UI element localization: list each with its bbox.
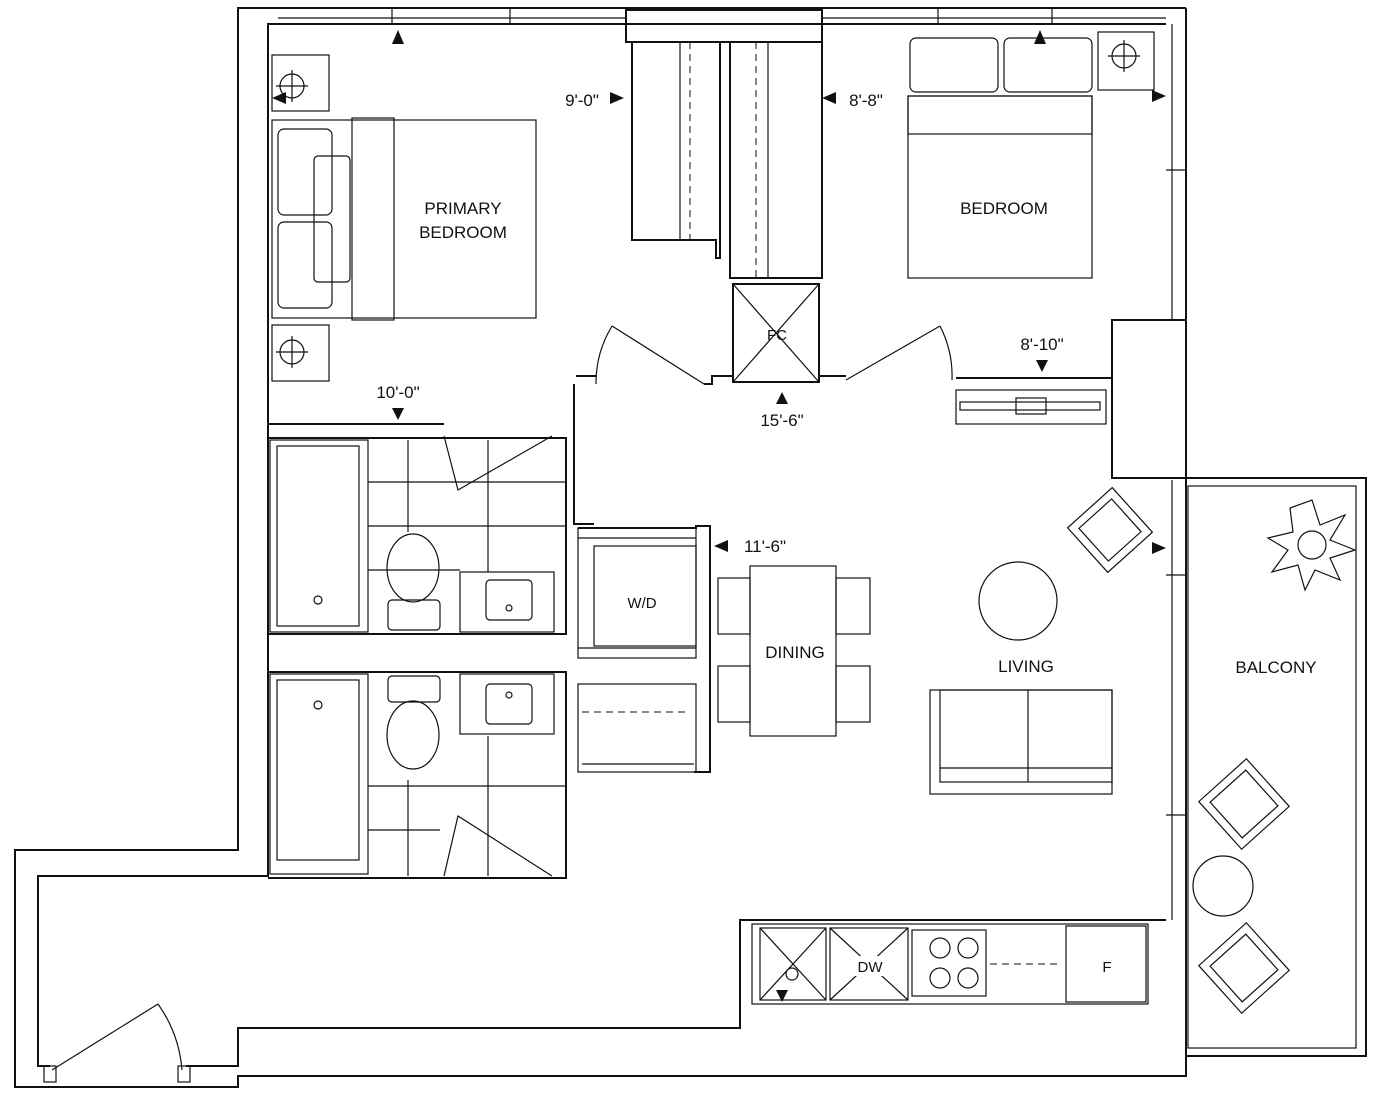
coffee-table (978, 561, 1058, 641)
vanity (459, 571, 555, 633)
arrow-left-icon (822, 92, 836, 104)
dining-table (749, 565, 837, 737)
washer-dryer (593, 545, 697, 647)
balcony-label: BALCONY (1235, 658, 1316, 677)
balcony-table (1192, 855, 1254, 917)
fridge-label: F (1102, 959, 1111, 976)
sofa (929, 689, 1113, 795)
balcony-chair (1197, 757, 1291, 851)
kitchen: DW F (751, 923, 1149, 1005)
arrow-up-icon (776, 392, 788, 404)
fridge (1065, 925, 1147, 1003)
bathtub (276, 445, 360, 627)
toilet (386, 533, 440, 603)
plant-icon (1266, 499, 1357, 592)
dimension-closet-left: 9'-0" (565, 91, 599, 110)
dw-label: DW (858, 959, 884, 976)
dimension-bedroom-wall: 8'-10" (1020, 335, 1063, 354)
arrow-down-icon (392, 408, 404, 420)
exterior-walls (14, 7, 1187, 1088)
storage-closet (577, 683, 697, 773)
living: LIVING (929, 486, 1154, 795)
dimension-laundry: 11'-6" (744, 537, 786, 556)
arrow-down-icon (776, 990, 788, 1002)
arrow-up-icon (1034, 30, 1046, 44)
arrow-down-icon (1036, 360, 1048, 372)
primary-bedroom-label-2: BEDROOM (419, 223, 507, 242)
primary-bedroom: PRIMARY BEDROOM (268, 54, 537, 425)
dimension-hall: 15'-6" (760, 411, 803, 430)
toilet (386, 700, 440, 770)
arrow-right-icon (1152, 542, 1166, 554)
dining-label: DINING (765, 643, 825, 662)
primary-bed (271, 119, 537, 319)
bathroom-1 (268, 435, 567, 635)
arrow-right-icon (1152, 90, 1166, 102)
fc-label: FC (767, 327, 787, 344)
arrow-left-icon (714, 540, 728, 552)
arrow-right-icon (610, 92, 624, 104)
vanity (459, 673, 555, 735)
dimension-primary-bath: 10'-0" (376, 383, 419, 402)
entry-door (43, 1003, 191, 1083)
arrow-left-icon (272, 92, 286, 104)
furnace-closet (732, 283, 820, 383)
dining: DINING (717, 565, 871, 737)
balcony: BALCONY (1185, 477, 1367, 1057)
living-label: LIVING (998, 657, 1054, 676)
bathtub (276, 679, 360, 861)
door-swing (845, 325, 953, 381)
dimensions: 9'-0" 8'-8" 10'-0" 15'-6" 8'-10" 11'-6" (272, 30, 1166, 1002)
balcony-chair (1197, 921, 1291, 1015)
cooktop (911, 929, 987, 997)
nightstand (271, 54, 330, 112)
dishwasher (829, 927, 909, 1001)
kitchen-counter (751, 923, 1149, 1005)
sink (759, 927, 827, 1001)
nightstand (271, 324, 330, 382)
bed (907, 95, 1093, 279)
tv-console (955, 389, 1107, 425)
laundry: W/D (577, 525, 711, 773)
door-swing (595, 325, 705, 385)
armchair (1066, 486, 1154, 574)
nightstand (1097, 31, 1155, 91)
second-bedroom: BEDROOM (907, 31, 1155, 425)
wd-label: W/D (627, 595, 656, 612)
dimension-closet-right: 8'-8" (849, 91, 883, 110)
bathroom-2 (268, 671, 567, 879)
primary-bedroom-label-1: PRIMARY (424, 199, 501, 218)
bedroom-label: BEDROOM (960, 199, 1048, 218)
closets: FC (573, 9, 1112, 525)
arrow-up-icon (392, 30, 404, 44)
